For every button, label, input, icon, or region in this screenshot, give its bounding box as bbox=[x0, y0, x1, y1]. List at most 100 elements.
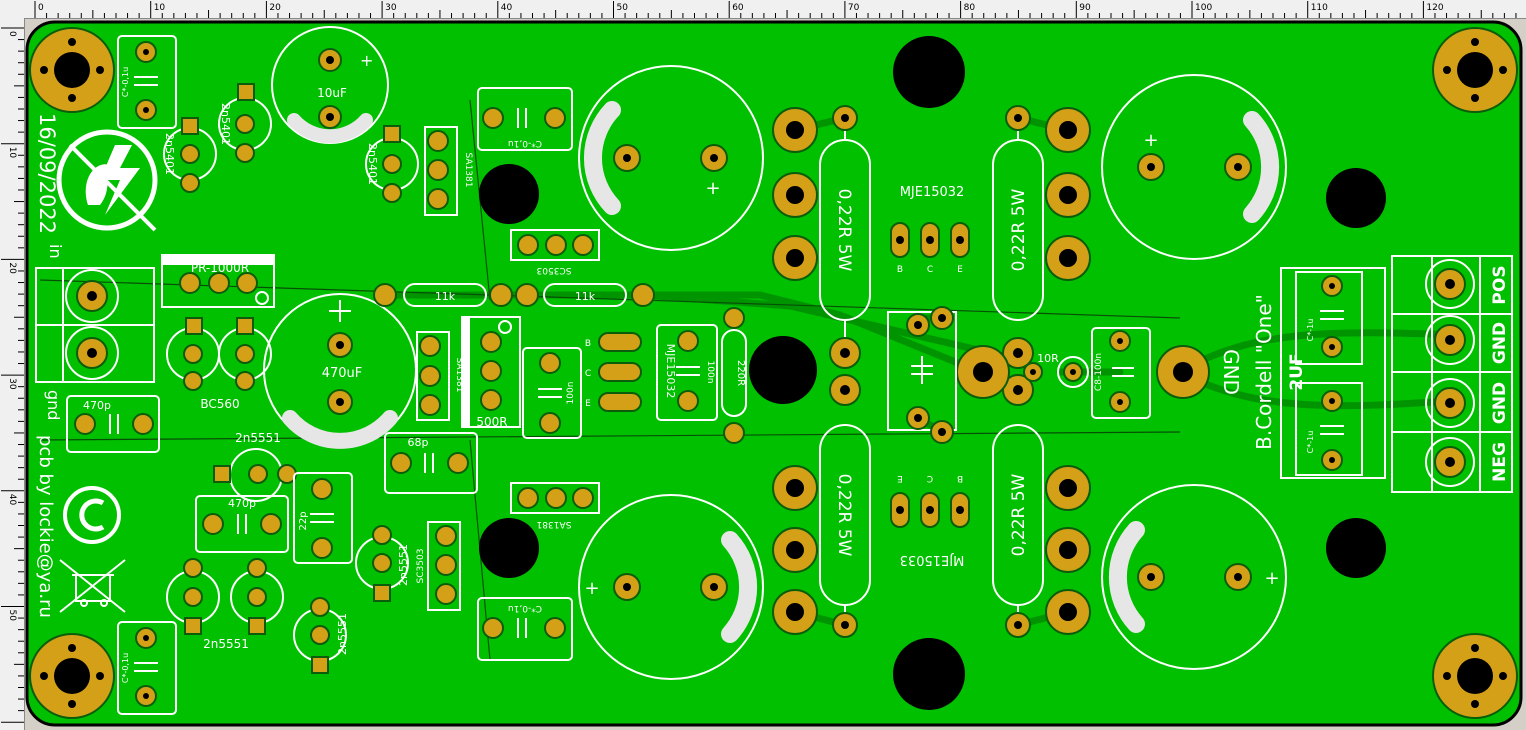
ruler-x-label: 60 bbox=[732, 3, 744, 13]
capacitor-470uf: 470uF bbox=[263, 293, 417, 449]
label-mje15032-top: MJE15032 bbox=[900, 185, 965, 200]
terminal-label-neg: NEG bbox=[1490, 442, 1510, 482]
label-gnd-output: GND bbox=[1219, 349, 1243, 395]
label-c-0-1u: C*-0,1u bbox=[508, 603, 542, 613]
capacitor-c-0-1u-top-left: C*-0,1u bbox=[117, 35, 177, 129]
transistor-2n5401-a: 2n5401 bbox=[218, 83, 272, 163]
label-mje15033-bottom: MJE15033 bbox=[900, 552, 965, 567]
ruler-y-label: 0 bbox=[7, 31, 17, 37]
label-022r-tr: 0,22R 5W bbox=[1009, 188, 1029, 271]
plus-mark: + bbox=[1143, 130, 1158, 151]
label-11k: 11k bbox=[575, 290, 596, 303]
label-sc3503: SC3503 bbox=[537, 265, 572, 275]
resistor-220r: 220R bbox=[721, 307, 747, 444]
capacitor-c-0-1u-top-mid: C*-0,1u bbox=[477, 87, 573, 151]
ruler-y-label: 50 bbox=[7, 610, 17, 622]
capacitor-100n-b: MJE15032 100n bbox=[656, 324, 718, 421]
copyright-icon bbox=[63, 486, 121, 544]
resistor-10r: 10R bbox=[1023, 352, 1089, 388]
pin-label: C bbox=[585, 369, 591, 379]
plus-mark: + bbox=[1264, 568, 1279, 589]
label-sa1381: SA1381 bbox=[454, 358, 464, 393]
transistor-sa1381-bottom: SA1381 bbox=[510, 482, 600, 529]
transistor-sa1381-top: SA1381 bbox=[424, 126, 473, 216]
output-terminal-block: POS GND GND NEG bbox=[1391, 255, 1513, 493]
pin-label: B bbox=[897, 265, 903, 275]
capacitor-10uf: + 10uF bbox=[271, 26, 389, 144]
input-terminal-block bbox=[35, 267, 155, 383]
label-c-0-1u: C*-0,1u bbox=[121, 653, 130, 683]
transistor-sa1381-mid: SA1381 bbox=[416, 331, 464, 421]
credit-label: pcb by lockie@ya.ru bbox=[35, 435, 56, 618]
terminal-label-gnd-1: GND bbox=[1490, 322, 1510, 364]
label-sa1381: SA1381 bbox=[463, 153, 473, 188]
label-022r-br: 0,22R 5W bbox=[1009, 473, 1029, 556]
plus-mark: + bbox=[360, 51, 373, 70]
transistor-mje15032-top: MJE15032 B C E bbox=[890, 185, 970, 275]
ruler-y-label: 40 bbox=[7, 494, 17, 506]
electrolytic-capacitor-bottom-left: + bbox=[578, 494, 764, 680]
label-2n5401: 2n5401 bbox=[219, 103, 232, 145]
vertical-ruler: 0 10 20 30 40 50 bbox=[0, 18, 25, 730]
label-470p: 470p bbox=[228, 497, 256, 510]
capacitor-c-0-1u-bottom-left: C*-0,1u bbox=[117, 621, 177, 715]
pin-label: E bbox=[897, 473, 903, 483]
pin-label: B bbox=[585, 339, 591, 349]
label-10uf: 10uF bbox=[317, 86, 347, 100]
capacitor-c8: C8-100n bbox=[1091, 327, 1151, 419]
ruler-x-label: 90 bbox=[1079, 3, 1091, 13]
label-2uf: 2UF bbox=[1287, 353, 1307, 390]
label-22p: 22p bbox=[298, 511, 309, 530]
transistor-mje15032-mid: B C E bbox=[585, 332, 642, 412]
ruler-x-label: 10 bbox=[154, 3, 166, 13]
transistor-2n5551-d: 2n5551 bbox=[293, 597, 349, 674]
transistors-2n5551-pair: 2n5551 bbox=[166, 558, 284, 651]
trimmer-500r: 500R bbox=[461, 316, 521, 429]
ruler-x-label: 50 bbox=[617, 3, 629, 13]
power-resistor-bottom-left: 0,22R 5W bbox=[819, 424, 871, 638]
transistor-2n5401-c: 2n5401 bbox=[365, 125, 419, 203]
date-label: 16/09/2022 bbox=[35, 113, 59, 234]
label-2n5551: 2n5551 bbox=[336, 613, 349, 655]
power-resistor-top-right: 0,22R 5W bbox=[992, 105, 1044, 321]
label-c8: C8-100n bbox=[1094, 353, 1104, 391]
pin-label: B bbox=[957, 473, 963, 483]
ruler-x-label: 120 bbox=[1426, 3, 1443, 13]
label-mje15032-mid: MJE15032 bbox=[664, 344, 677, 399]
ruler-x-label: 100 bbox=[1195, 3, 1212, 13]
plus-mark: + bbox=[705, 178, 720, 199]
pin-label: E bbox=[957, 265, 963, 275]
label-sc3503: SC3503 bbox=[416, 549, 426, 584]
label-100n: 100n bbox=[566, 382, 576, 405]
ruler-x-label: 80 bbox=[964, 3, 976, 13]
transistor-sc3503-bottom: SC3503 bbox=[416, 521, 461, 611]
label-pr1000r: PR-1000R bbox=[191, 261, 249, 275]
capacitor-470p-a: 470p bbox=[66, 395, 160, 453]
ruler-x-label: 30 bbox=[385, 3, 397, 13]
label-470p: 470p bbox=[83, 399, 111, 412]
ruler-y-label: 10 bbox=[7, 147, 17, 159]
transistor-mje15033-bottom: MJE15033 E C B bbox=[890, 473, 970, 567]
ruler-x-label: 40 bbox=[501, 3, 513, 13]
ruler-x-label: 20 bbox=[269, 3, 281, 13]
transistors-bc560: BC560 bbox=[166, 317, 272, 411]
pcb-board-canvas[interactable]: + + + + + 10uF 470uF bbox=[24, 18, 1526, 730]
capacitor-100n-a: 100n bbox=[522, 347, 582, 439]
transistor-2n5401-b: 2n5401 bbox=[163, 117, 217, 193]
label-022r-tl: 0,22R 5W bbox=[834, 189, 854, 272]
label-220r: 220R bbox=[735, 360, 746, 386]
label-bc560: BC560 bbox=[200, 397, 239, 411]
fox-lightning-logo-icon bbox=[56, 129, 158, 232]
transistor-2n5551-a: 2n5551 bbox=[213, 431, 297, 502]
capacitor-68p: 68p bbox=[384, 432, 478, 494]
label-c-0-1u: C*-0,1u bbox=[508, 138, 542, 148]
input-label: in bbox=[46, 244, 65, 259]
label-2n5551: 2n5551 bbox=[203, 637, 249, 651]
capacitor-c-0-1u-bottom-mid: C*-0,1u bbox=[477, 597, 573, 661]
label-10r: 10R bbox=[1037, 352, 1059, 365]
ruler-y-label: 20 bbox=[7, 262, 17, 274]
output-capacitor-block: C*-1u C*-1u bbox=[1280, 267, 1386, 479]
label-2n5401: 2n5401 bbox=[366, 143, 379, 185]
ruler-y-label: 30 bbox=[7, 378, 17, 390]
